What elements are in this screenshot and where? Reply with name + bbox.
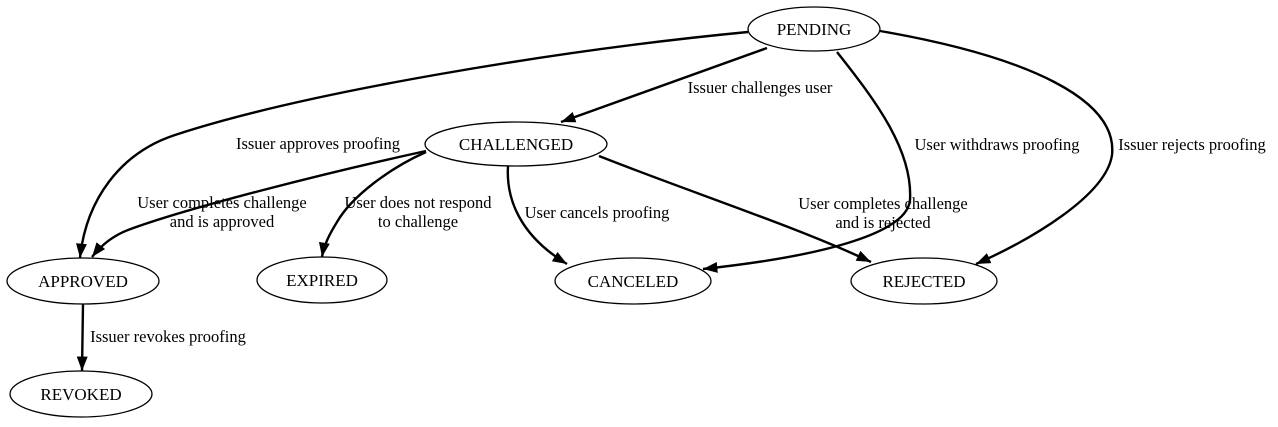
edge-challenged-approved [91, 149, 427, 258]
node-pending-ellipse [747, 6, 881, 52]
node-challenged-label: CHALLENGED [459, 135, 573, 154]
node-canceled: CANCELED [554, 257, 712, 305]
edge-approved-revoked [76, 303, 88, 372]
node-expired-ellipse [256, 256, 388, 304]
edge-group [76, 29, 1114, 372]
node-approved: APPROVED [6, 257, 160, 305]
edge-label-completes-approved-line1: User completes challenge [137, 193, 307, 212]
node-pending-label: PENDING [777, 20, 852, 39]
edge-label-completes-approved-line2: and is approved [170, 212, 275, 231]
edge-label-group: Issuer challenges user Issuer approves p… [90, 78, 1266, 346]
node-revoked: REVOKED [9, 370, 153, 418]
edge-pending-canceled [702, 51, 912, 273]
edge-pending-approved [76, 30, 749, 259]
edge-label-user-cancels-proofing: User cancels proofing [525, 203, 670, 222]
node-canceled-ellipse [554, 257, 712, 305]
edge-challenged-canceled [506, 165, 568, 266]
node-approved-ellipse [6, 257, 160, 305]
node-approved-label: APPROVED [38, 272, 128, 291]
node-revoked-ellipse [9, 370, 153, 418]
node-challenged: CHALLENGED [424, 121, 608, 167]
node-expired: EXPIRED [256, 256, 388, 304]
node-canceled-label: CANCELED [588, 272, 679, 291]
node-expired-label: EXPIRED [286, 271, 358, 290]
edge-label-user-withdraws-proofing: User withdraws proofing [915, 135, 1080, 154]
edge-label-no-respond-line2: to challenge [378, 212, 458, 231]
node-rejected-label: REJECTED [882, 272, 965, 291]
node-group: PENDING CHALLENGED APPROVED EXPIRED CANC… [6, 6, 998, 418]
edge-pending-rejected [879, 29, 1114, 266]
node-rejected: REJECTED [850, 257, 998, 305]
edge-label-issuer-challenges-user: Issuer challenges user [688, 78, 833, 97]
edge-challenged-expired [318, 150, 427, 258]
node-pending: PENDING [747, 6, 881, 52]
edge-pending-challenged [560, 46, 768, 124]
edge-label-no-respond-line1: User does not respond [344, 193, 492, 212]
node-challenged-ellipse [424, 121, 608, 167]
edge-challenged-rejected [598, 154, 872, 264]
edge-label-issuer-approves-proofing: Issuer approves proofing [236, 134, 400, 153]
edge-label-issuer-rejects-proofing: Issuer rejects proofing [1118, 135, 1266, 154]
node-rejected-ellipse [850, 257, 998, 305]
edge-label-completes-rejected-line1: User completes challenge [798, 194, 968, 213]
node-revoked-label: REVOKED [40, 385, 121, 404]
edge-label-completes-rejected-line2: and is rejected [835, 213, 931, 232]
edge-label-issuer-revokes-proofing: Issuer revokes proofing [90, 327, 246, 346]
